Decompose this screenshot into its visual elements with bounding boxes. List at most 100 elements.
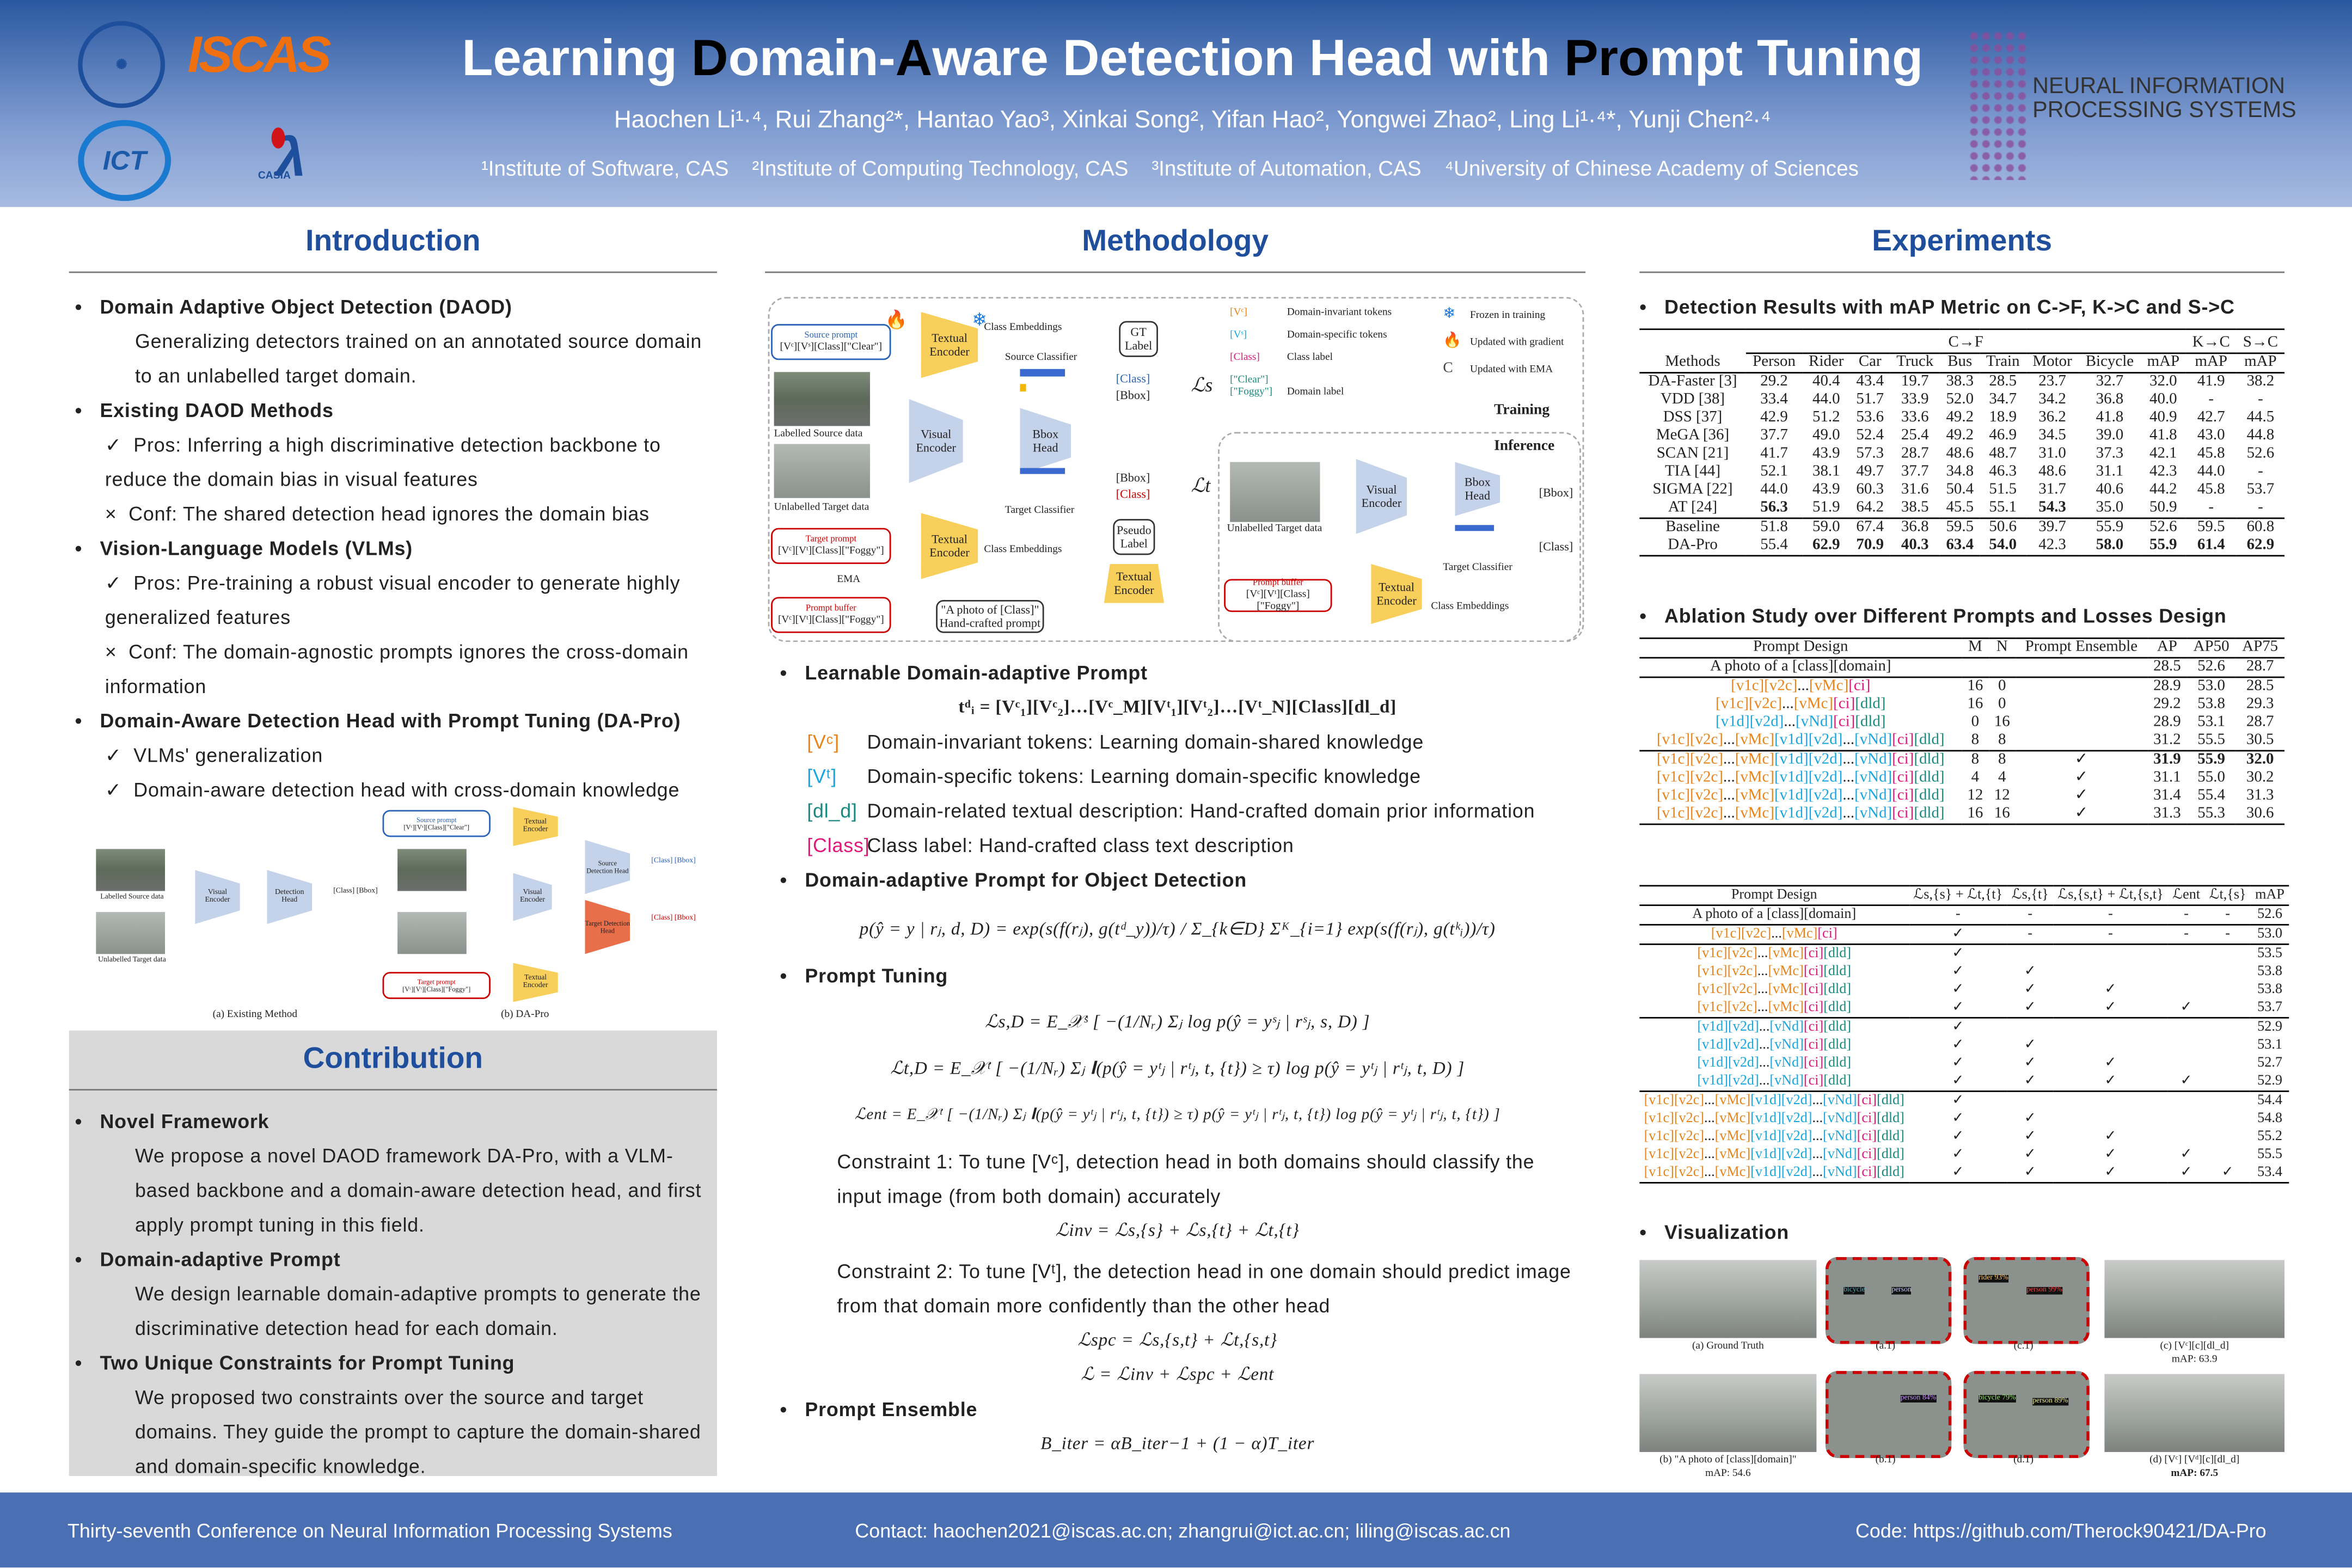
table-cell: VDD [38]: [1660, 391, 1725, 408]
vis-caption: (a.1): [1876, 1339, 1896, 1352]
table-cell: 40.4: [1812, 373, 1840, 390]
prompt-token: [v2d]: [1781, 1093, 1812, 1109]
table-cell: 45.8: [2197, 445, 2225, 462]
prompt-token: ...: [1771, 927, 1782, 942]
diagram-label: Class Embeddings: [984, 543, 1062, 555]
table-cell: 34.5: [2038, 427, 2066, 444]
table-cell: ✓: [1952, 1038, 1964, 1054]
prompt-token: [dld]: [1823, 1020, 1852, 1036]
fire-icon: 🔥: [1443, 333, 1462, 350]
class-output: [Class]: [1116, 372, 1150, 386]
box-text: Hand-crafted prompt: [939, 616, 1041, 630]
prompt-token: [ci]: [1857, 1093, 1877, 1109]
prompt-token: [vNd]: [1769, 1056, 1804, 1071]
loss-formula: ℒ = ℒinv + ℒspc + ℒent: [1081, 1363, 1275, 1385]
poster-footer: Thirty-seventh Conference on Neural Info…: [0, 1492, 2352, 1568]
vis-map: mAP: 67.5: [2171, 1467, 2219, 1479]
intro-figure: Labelled Source data Unlabelled Target d…: [90, 807, 705, 1024]
figure-label: [Class] [Bbox]: [651, 915, 696, 923]
prompt-token: ...: [1842, 732, 1855, 749]
table-cell: ✓: [2024, 1056, 2036, 1071]
prompt-token: [ci]: [1857, 1165, 1877, 1181]
prompt-token: [vNd]: [1823, 1165, 1857, 1181]
prompt-label: Prompt buffer: [805, 604, 856, 614]
table-cell: 55.9: [2149, 537, 2177, 554]
table1-heading: • Detection Results with mAP Metric on C…: [1639, 295, 2235, 318]
prompt-token: [dld]: [1855, 714, 1886, 731]
prompt-token: [v1c]: [1644, 1111, 1674, 1127]
methodology-text: • Learnable Domain-adaptive Prompt tᵈᵢ =…: [780, 656, 1575, 1461]
column-header: Prompt Ensemble: [2025, 639, 2138, 656]
prompt-token: [dld]: [1914, 769, 1945, 786]
inference-label: Inference: [1494, 438, 1555, 455]
visual-encoder: Visual Encoder: [195, 869, 240, 924]
table-cell: ✓: [2024, 982, 2036, 998]
prompt-token: ...: [1757, 946, 1768, 962]
prompt-token: [v2d]: [1728, 1056, 1759, 1071]
table-cell: 4: [1998, 769, 2006, 786]
prompt-token: [v1c]: [1644, 1129, 1674, 1145]
table-cell: 43.9: [1812, 445, 1840, 462]
table-cell: 49.0: [1812, 427, 1840, 444]
prompt-token: ...: [1757, 964, 1768, 980]
table-cell: [2204, 944, 2251, 963]
table-cell: ✓: [2104, 1165, 2117, 1181]
table-cell: [2204, 981, 2251, 999]
table-row: [v1c][v2c]...[vMc][v1d][v2d]...[vNd][ci]…: [1639, 1164, 2289, 1183]
table-cell: 42.3: [2038, 537, 2066, 554]
table-cell: [1989, 658, 2016, 677]
token-symbol: [dl_d]: [807, 799, 857, 822]
divider: [765, 271, 1586, 273]
prompt-token: ...: [1723, 769, 1735, 786]
table-cell: 16: [1967, 805, 1983, 822]
code-link[interactable]: Code: https://github.com/Therock90421/DA…: [1855, 1519, 2267, 1542]
prompt-token: [dld]: [1823, 982, 1852, 998]
token-symbol: [Class]: [807, 834, 870, 857]
prompt-token: [v1c]: [1731, 678, 1765, 695]
classifier-bar: [1455, 525, 1494, 531]
prompt-token: [ci]: [1857, 1129, 1877, 1145]
table-cell: 46.9: [1989, 427, 2017, 444]
table-cell: DA-Pro: [1668, 537, 1718, 554]
table-cell: 38.2: [2246, 373, 2275, 390]
table2-heading: • Ablation Study over Different Prompts …: [1639, 604, 2227, 627]
table-cell: TIA [44]: [1664, 463, 1721, 480]
vis-image-d: [2104, 1374, 2285, 1452]
prompt-token: ...: [1704, 1111, 1715, 1127]
prompt-token: [v1d]: [1697, 1038, 1729, 1054]
framework-diagram: Source prompt[Vᶜ][Vˢ][Class]["Clear"] 🔥 …: [765, 294, 1587, 646]
table-cell: 51.8: [1760, 519, 1788, 536]
table-cell: 18.9: [1989, 409, 2017, 426]
table-cell: [2016, 714, 2147, 732]
figure-label: Unlabelled Target data: [1227, 522, 1322, 534]
contact-info[interactable]: Contact: haochen2021@iscas.ac.cn; zhangr…: [855, 1519, 1511, 1542]
table-cell: 16: [1967, 678, 1983, 695]
table-cell: 55.5: [2257, 1147, 2282, 1163]
table-cell: 29.3: [2246, 696, 2274, 713]
table-cell: -: [2184, 907, 2189, 923]
table-cell: 44.8: [2246, 427, 2275, 444]
vis-caption: (d.1): [2013, 1453, 2034, 1466]
prompt-token: [ci]: [1833, 714, 1855, 731]
diagram-label: Target Classifier: [1004, 504, 1075, 516]
table-cell: 60.8: [2246, 519, 2275, 536]
prompt-token: [v2c]: [1727, 946, 1757, 962]
table-cell: 8: [1998, 751, 2006, 768]
table-cell: ✓: [2024, 1074, 2036, 1089]
affiliation: ²Institute of Computing Technology, CAS: [752, 156, 1129, 180]
target-image: [397, 912, 467, 954]
table-cell: 52.1: [1760, 463, 1788, 480]
table-cell: [v1c][v2c]...[vMc][ci][dld]: [1639, 999, 1909, 1018]
column-header: N: [1996, 639, 2008, 656]
detection-label: bicycle 79%: [1978, 1395, 2016, 1403]
prompt-token: [vMc]: [1768, 1000, 1804, 1016]
prompt-token: [ci]: [1803, 946, 1824, 962]
table-cell: -: [2208, 391, 2214, 408]
prompt-token: [v2d]: [1749, 714, 1784, 731]
table-cell: [2204, 1073, 2251, 1091]
table-cell: 28.5: [2246, 678, 2274, 695]
